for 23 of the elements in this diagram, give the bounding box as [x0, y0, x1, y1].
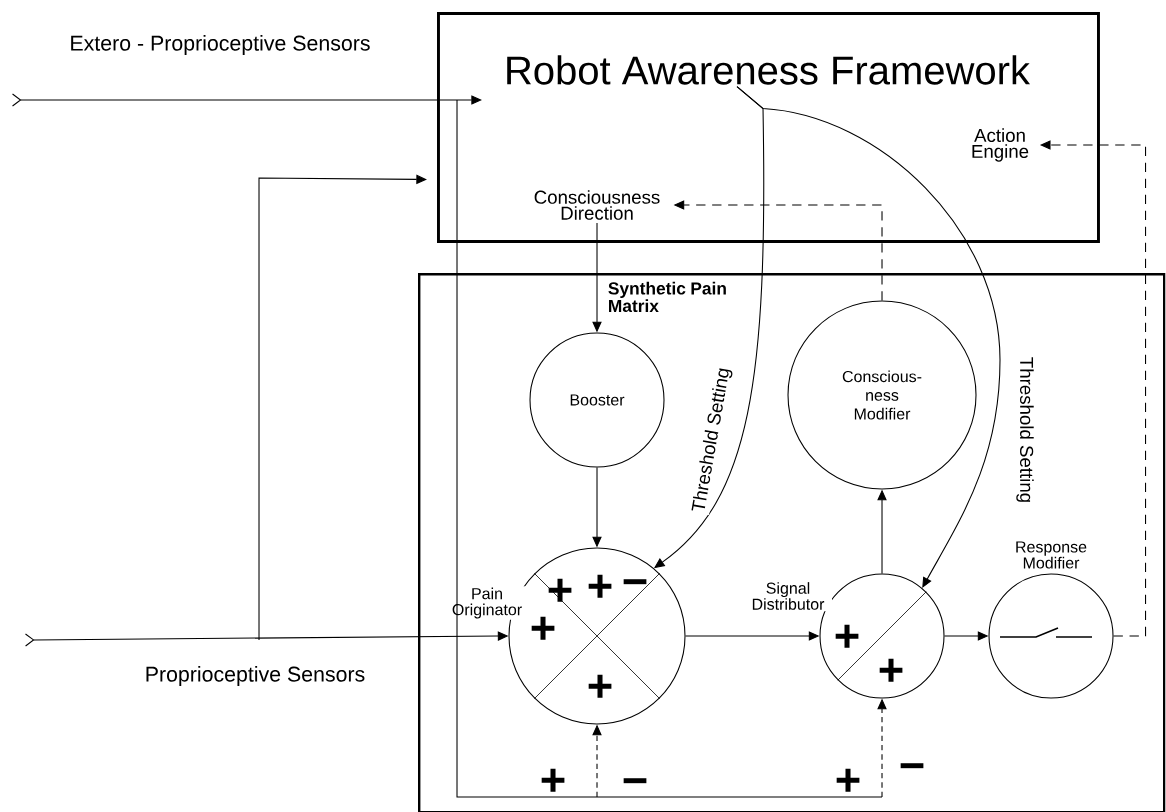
sign: − — [623, 778, 647, 784]
text-label: Consciousness Direction — [534, 190, 660, 220]
arrow — [12, 93, 482, 107]
edge-label: Threshold Setting — [689, 364, 735, 516]
arrow — [258, 174, 427, 641]
edge-label: Threshold Setting — [1015, 355, 1036, 505]
sign: + — [588, 674, 612, 698]
node-caption: Signal Distributor — [744, 580, 832, 612]
sign: + — [548, 578, 572, 602]
text-label: Action Engine — [972, 128, 1029, 162]
sign: + — [541, 768, 565, 792]
sign: − — [623, 579, 647, 585]
sign: + — [879, 658, 903, 682]
switch-circle — [988, 573, 1114, 699]
sign: + — [835, 624, 859, 648]
edge-label: Extero - Proprioceptive Sensors — [68, 33, 372, 57]
sign: − — [900, 763, 924, 769]
sign: + — [836, 768, 860, 792]
edge-label: Proprioceptive Sensors — [143, 664, 367, 688]
sign: + — [531, 616, 555, 640]
node-caption: Response Modifier — [1011, 540, 1091, 570]
node-caption: Pain Originator — [447, 586, 527, 620]
sign: + — [588, 574, 612, 598]
